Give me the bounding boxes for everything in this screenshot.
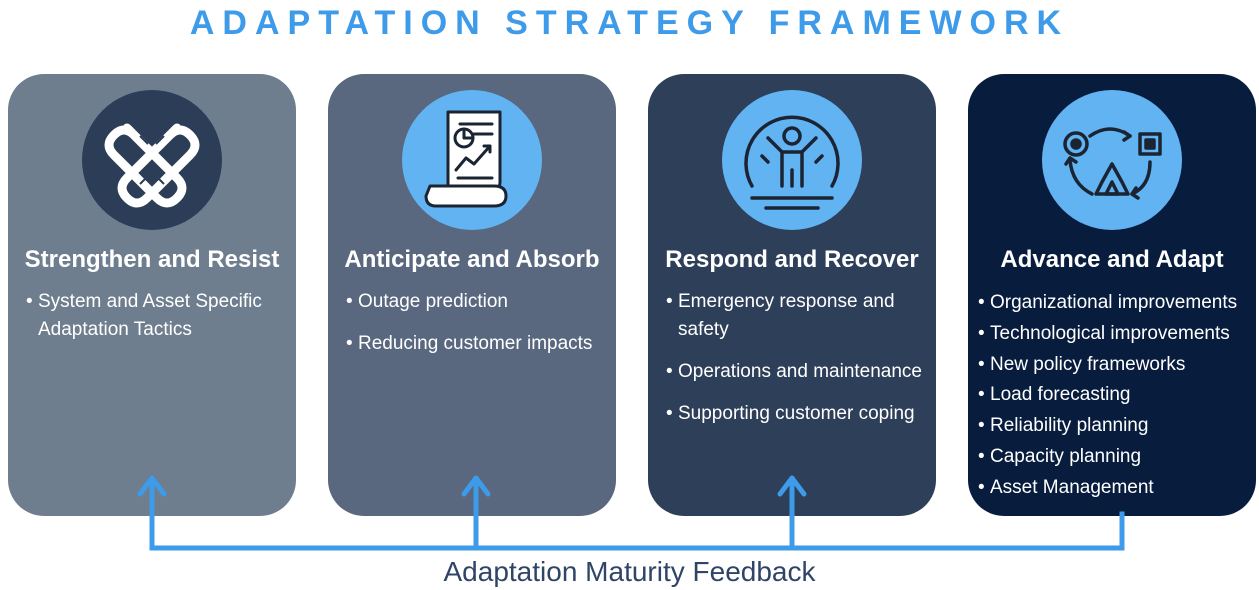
interlocking-knot-icon <box>82 90 222 230</box>
bullet-item: Asset Management <box>978 473 1254 504</box>
card-heading: Strengthen and Resist <box>24 246 280 273</box>
forecast-document-icon <box>402 90 542 230</box>
card-strengthen-and-resist: Strengthen and Resist System and Asset S… <box>8 74 296 516</box>
bullet-item: Emergency response and safety <box>666 288 932 344</box>
bullet-item: Operations and maintenance <box>666 358 932 386</box>
bullet-item: Outage prediction <box>346 288 612 316</box>
bullet-list: Organizational improvements Technologica… <box>978 288 1254 504</box>
arrow-head-3 <box>777 475 807 497</box>
cycle-arrows-icon <box>1042 90 1182 230</box>
person-in-bubble-icon <box>722 90 862 230</box>
bullet-item: System and Asset Specific Adaptation Tac… <box>26 288 292 344</box>
card-heading: Advance and Adapt <box>1000 246 1224 273</box>
arrow-head-1 <box>137 475 167 497</box>
bullet-item: Technological improvements <box>978 319 1254 350</box>
bullet-item: New policy frameworks <box>978 350 1254 381</box>
bullet-item: Organizational improvements <box>978 288 1254 319</box>
arrow-head-2 <box>461 475 491 497</box>
bullet-item: Reducing customer impacts <box>346 330 612 358</box>
bullet-list: Emergency response and safety Operations… <box>666 288 932 442</box>
bullet-item: Supporting customer coping <box>666 400 932 428</box>
bullet-item: Reliability planning <box>978 411 1254 442</box>
bullet-list: System and Asset Specific Adaptation Tac… <box>26 288 292 344</box>
bullet-list: Outage prediction Reducing customer impa… <box>346 288 612 372</box>
card-heading: Anticipate and Absorb <box>344 246 600 273</box>
feedback-label: Adaptation Maturity Feedback <box>443 556 816 587</box>
feedback-line <box>149 477 1125 551</box>
bullet-item: Load forecasting <box>978 380 1254 411</box>
card-anticipate-and-absorb: Anticipate and Absorb Outage prediction … <box>328 74 616 516</box>
bullet-item: Capacity planning <box>978 442 1254 473</box>
card-advance-and-adapt: Advance and Adapt Organizational improve… <box>968 74 1256 516</box>
card-heading: Respond and Recover <box>665 246 919 273</box>
diagram-title: ADAPTATION STRATEGY FRAMEWORK <box>189 4 1070 42</box>
card-respond-and-recover: Respond and Recover Emergency response a… <box>648 74 936 516</box>
